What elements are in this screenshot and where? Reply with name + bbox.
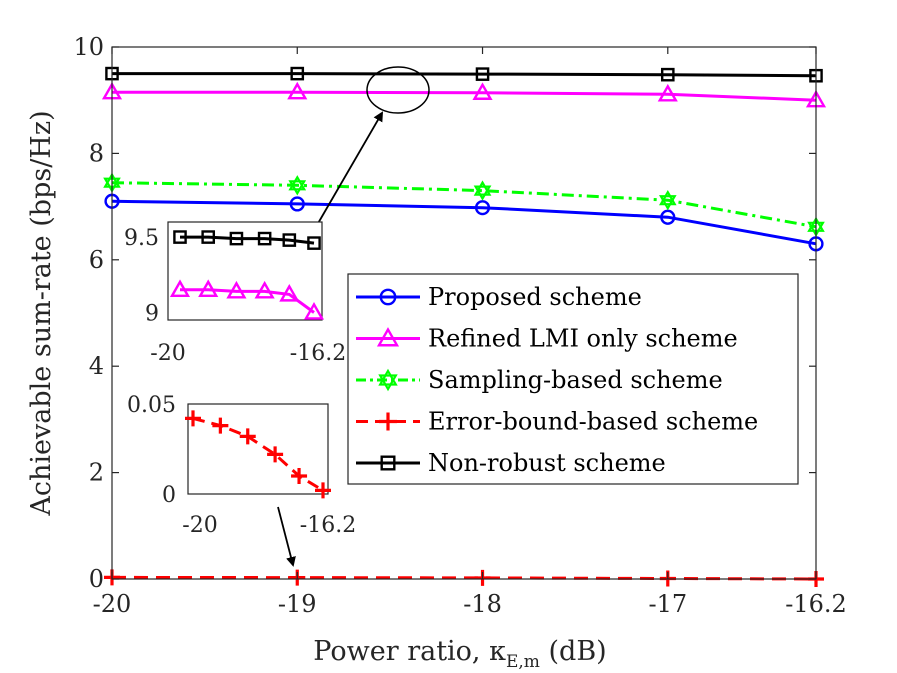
legend-item: Refined LMI only scheme (356, 325, 738, 353)
inset-y-tick-label: 9 (145, 301, 159, 326)
plot-frame (111, 46, 817, 580)
legend-label: Error-bound-based scheme (428, 408, 758, 436)
inset-point (303, 302, 325, 320)
inset-point (201, 230, 216, 244)
data-point (472, 82, 493, 100)
y-tick-label: 0 (89, 565, 104, 593)
inset-point (282, 233, 297, 247)
inset-point (169, 279, 191, 298)
inset-top: 9 9.5 -20 -16.2 (124, 221, 346, 366)
legend-label: Proposed scheme (428, 283, 642, 311)
legend-marker (379, 288, 397, 306)
inset-bottom: 0 0.05 -20 -16.2 (127, 393, 356, 538)
legend-marker (380, 455, 396, 471)
inset-point (257, 231, 272, 246)
inset-series-0 (185, 410, 331, 499)
inset-x-tick-label: -16.2 (300, 513, 356, 538)
data-point (288, 175, 307, 196)
x-axis-label: Power ratio, κE,m (dB) (313, 636, 606, 672)
data-point (660, 209, 676, 225)
inset-point (279, 283, 300, 302)
inset-y-tick-label: 9.5 (124, 226, 159, 251)
legend-item: Error-bound-based scheme (356, 408, 758, 436)
inset-series-1 (169, 279, 325, 320)
inset-x-tick-label: -20 (182, 513, 217, 538)
data-point (287, 81, 308, 100)
legend-label: Non-robust scheme (428, 449, 666, 477)
series-line (111, 181, 817, 229)
data-point (660, 67, 675, 82)
inset-y-tick-label: 0.05 (127, 393, 176, 418)
inset-point (267, 446, 284, 463)
data-point (658, 189, 677, 211)
x-tick-label: -17 (648, 590, 687, 618)
inset-point (185, 410, 201, 427)
legend-item: Proposed scheme (356, 283, 642, 311)
y-tick-label: 4 (89, 352, 104, 380)
data-point (473, 180, 492, 201)
legend-item: Non-robust scheme (356, 449, 666, 477)
series-line (112, 72, 817, 78)
data-point (474, 200, 491, 216)
x-tick-label: -20 (93, 590, 132, 618)
inset-point (198, 279, 219, 298)
inset-point (307, 236, 321, 250)
series-line (111, 199, 817, 246)
legend-marker (378, 368, 398, 392)
zoom-arrow-bottom (277, 506, 296, 567)
inset-point (315, 482, 331, 499)
data-point (290, 66, 305, 81)
y-tick-label: 2 (89, 459, 104, 487)
inset-y-tick-label: 0 (162, 483, 176, 508)
y-axis-label: Achievable sum-rate (bps/Hz) (26, 110, 57, 516)
inset-point (226, 280, 247, 299)
legend-marker (376, 327, 400, 347)
zoom-arrow-top (312, 111, 384, 233)
data-point (657, 83, 678, 102)
series-line (112, 90, 817, 102)
y-tick-label: 10 (73, 33, 104, 61)
inset-point (229, 231, 244, 246)
series-1 (101, 81, 827, 108)
inset-x-tick-label: -16.2 (290, 341, 346, 366)
legend-marker (379, 412, 397, 431)
y-tick-label: 8 (89, 139, 104, 167)
legend-label: Sampling-based scheme (428, 366, 723, 394)
data-point (475, 67, 490, 81)
inset-point (173, 230, 187, 244)
data-point (289, 196, 305, 212)
y-tick-label: 6 (89, 246, 104, 274)
inset-point (254, 280, 275, 299)
inset-point (212, 417, 229, 434)
zoom-ellipse (366, 66, 430, 114)
x-tick-label: -19 (278, 590, 317, 618)
x-tick-label: -16.2 (785, 590, 847, 618)
inset-series-0 (173, 230, 321, 250)
inset-x-tick-label: -20 (150, 341, 185, 366)
legend-item: Sampling-based scheme (356, 366, 723, 394)
inset-point (239, 428, 256, 445)
legend-label: Refined LMI only scheme (428, 325, 738, 353)
x-tick-label: -18 (463, 590, 502, 618)
inset-point (291, 468, 308, 484)
